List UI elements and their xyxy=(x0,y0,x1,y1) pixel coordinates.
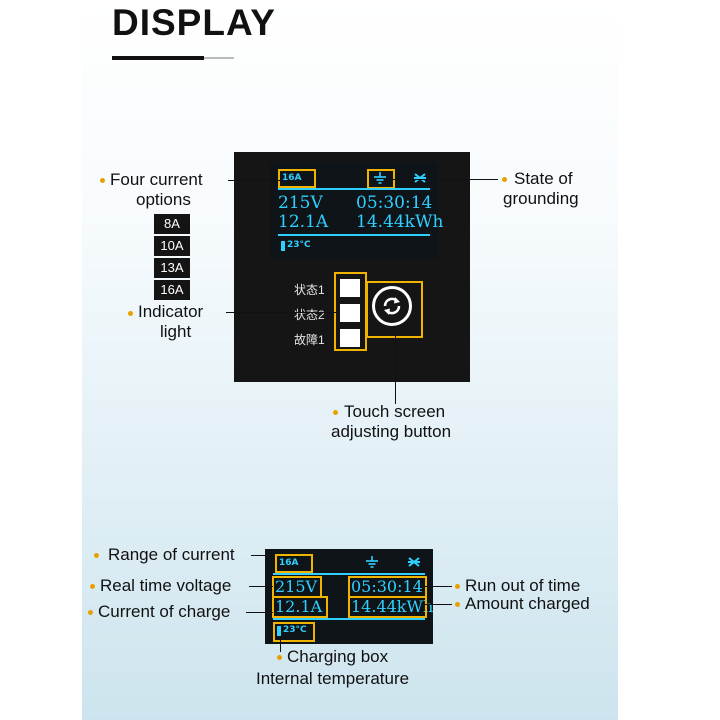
closeup-current-setting-text: 16A xyxy=(279,558,299,568)
closeup-current-highlight xyxy=(272,596,328,618)
label-grounding-2: grounding xyxy=(503,189,579,208)
label-indicator-1: Indicator xyxy=(138,302,204,321)
indicator-light-3 xyxy=(340,329,360,347)
leader-indicator xyxy=(226,312,336,313)
closeup-current-setting-highlight xyxy=(275,554,313,573)
screen-closeup: 16A 215V 05:30:14 12.1A 14.44kWh 23°C xyxy=(265,549,433,644)
indicator-label-1: 状态1 xyxy=(294,283,325,297)
closeup-voltage-text: 215V xyxy=(275,577,318,596)
bullet-grounding xyxy=(502,177,507,182)
refresh-icon xyxy=(383,297,401,315)
bullet-range xyxy=(94,553,99,558)
leader-voltage xyxy=(249,586,273,587)
bullet-indicator xyxy=(128,311,133,316)
label-indicator-2: light xyxy=(160,322,192,341)
touch-adjust-button[interactable] xyxy=(372,286,412,326)
bullet-four-current xyxy=(100,178,105,183)
label-internal-temperature: Internal temperature xyxy=(256,669,410,688)
indicator-light-1 xyxy=(340,279,360,297)
closeup-divider-bottom xyxy=(273,618,425,620)
current-setting-highlight xyxy=(278,169,316,188)
label-touch-1: Touch screen xyxy=(344,402,446,421)
bullet-temperature xyxy=(277,655,282,660)
leader-touch xyxy=(395,334,396,404)
closeup-temperature-text: 23°C xyxy=(283,625,307,635)
label-charging-box: Charging box xyxy=(287,647,389,666)
time-text: 05:30:14 xyxy=(356,193,433,213)
thermometer-icon xyxy=(281,241,285,251)
leader-current xyxy=(246,612,273,613)
ground-icon xyxy=(374,172,386,184)
label-four-current-1: Four current xyxy=(110,170,203,189)
label-range-of-current: Range of current xyxy=(108,545,235,564)
title-underline-fade xyxy=(204,57,234,59)
leader-range xyxy=(251,555,275,556)
leader-amount xyxy=(424,604,452,605)
current-setting-text: 16A xyxy=(282,173,302,183)
label-current-of-charge: Current of charge xyxy=(98,602,231,621)
indicator-label-2: 状态2 xyxy=(294,308,325,322)
screen-divider-bottom xyxy=(278,234,430,236)
bullet-voltage xyxy=(90,584,95,589)
label-grounding-1: State of xyxy=(514,169,573,188)
label-run-out-of-time: Run out of time xyxy=(465,576,581,595)
leader-time xyxy=(424,586,452,587)
indicator-label-3: 故障1 xyxy=(294,333,325,347)
indicator-light-2 xyxy=(340,304,360,322)
bullet-current xyxy=(88,610,93,615)
indicator-highlight xyxy=(334,272,367,351)
fan-icon xyxy=(414,173,426,183)
closeup-temperature-highlight xyxy=(273,622,315,642)
title-underline xyxy=(112,56,204,60)
label-amount-charged: Amount charged xyxy=(465,594,590,613)
screen-divider-top xyxy=(278,188,430,190)
closeup-current-text: 12.1A xyxy=(275,597,323,616)
label-real-time-voltage: Real time voltage xyxy=(100,576,232,595)
closeup-voltage-highlight xyxy=(272,576,322,598)
device-screen: 16A 215V 05:30:14 12.1A 14.44kWh 23°C xyxy=(270,162,443,260)
current-option-13a: 13A xyxy=(154,258,190,278)
page-title: DISPLAY xyxy=(112,2,276,43)
label-touch-2: adjusting button xyxy=(331,422,452,441)
current-option-8a: 8A xyxy=(154,214,190,234)
bullet-time xyxy=(455,584,460,589)
voltage-text: 215V xyxy=(278,193,323,213)
closeup-energy-highlight xyxy=(348,596,427,618)
closeup-thermometer-icon xyxy=(277,626,281,636)
leader-grounding xyxy=(391,179,498,180)
temperature-text: 23°C xyxy=(287,240,311,250)
leader-temperature xyxy=(280,636,281,652)
closeup-divider-top xyxy=(273,573,425,575)
current-text: 12.1A xyxy=(278,212,329,232)
closeup-ground-icon xyxy=(366,556,378,568)
closeup-energy-text: 14.44kWh xyxy=(351,597,434,616)
leader-four-current xyxy=(228,180,280,181)
current-option-10a: 10A xyxy=(154,236,190,256)
touch-button-highlight xyxy=(366,281,423,338)
closeup-fan-icon xyxy=(408,557,420,567)
current-option-16a: 16A xyxy=(154,280,190,300)
closeup-time-text: 05:30:14 xyxy=(351,577,423,596)
label-four-current-2: options xyxy=(136,190,191,209)
bullet-amount xyxy=(455,602,460,607)
bullet-touch xyxy=(333,410,338,415)
energy-text: 14.44kWh xyxy=(356,212,444,232)
closeup-time-highlight xyxy=(348,576,427,598)
